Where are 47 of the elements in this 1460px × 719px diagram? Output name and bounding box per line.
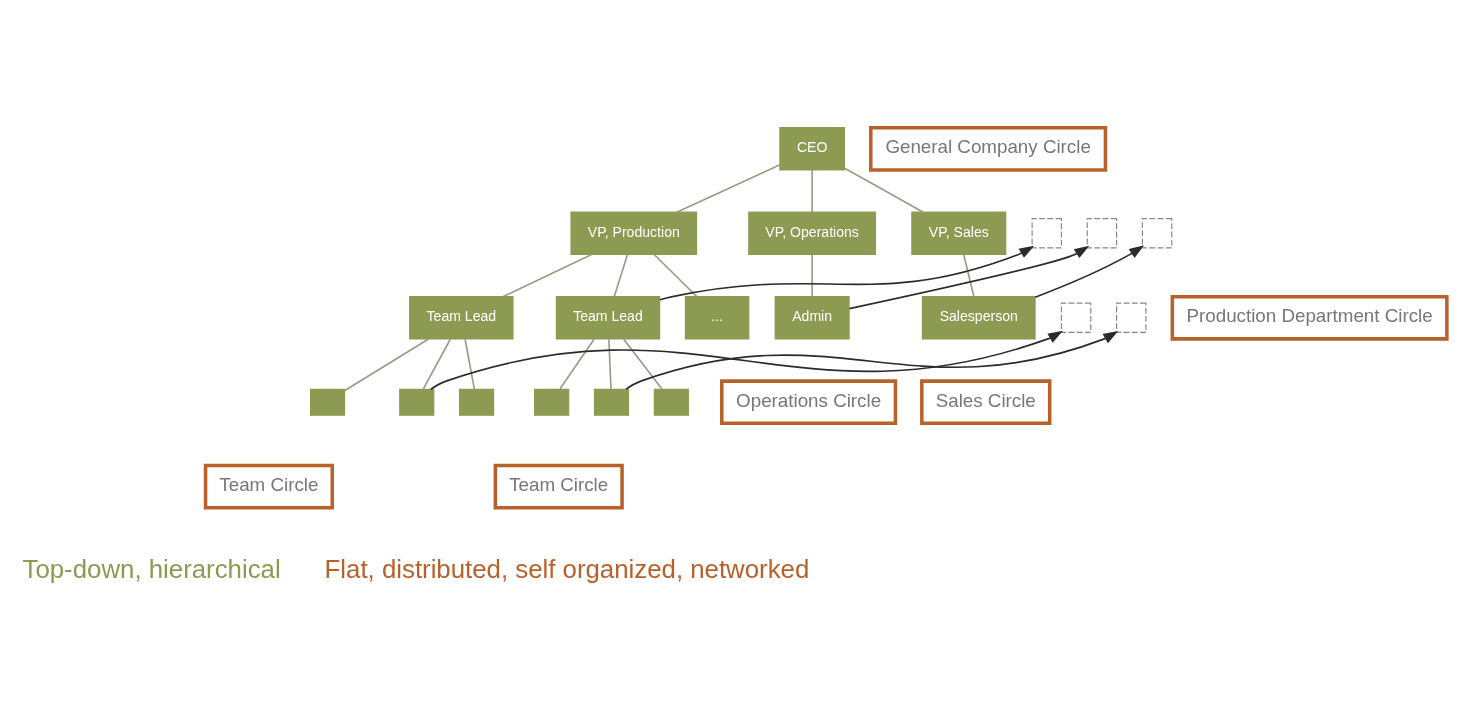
label: Top-down, hierarchical [22,554,281,583]
node-box: General Company Circle [869,125,1108,172]
arrow [848,245,1090,309]
node-box: Production Department Circle [1170,294,1449,341]
arrow [430,330,1064,390]
node-box: Sales Circle [920,378,1052,425]
node-box: Team Circle [493,463,624,510]
node-box [458,388,495,416]
node-box [399,388,435,416]
connector [962,253,975,297]
node-box [1116,302,1147,333]
node-box: CEO [779,126,845,170]
node-box: VP, Operations [748,211,877,255]
node-box [534,388,570,416]
node-box [309,388,346,416]
node-box: Team Lead [409,295,514,339]
node-box [1060,302,1092,333]
node-box: ... [684,295,750,339]
connector [811,168,813,213]
connector [608,337,612,390]
arrow [625,330,1119,390]
node-box [593,388,630,416]
connector [502,253,593,297]
node-box: VP, Sales [911,211,1007,255]
node-box: Salesperson [921,295,1036,339]
node-box [1031,217,1063,249]
label: Flat, distributed, self organized, networked [324,554,810,583]
connector [344,337,430,391]
connector [676,163,781,213]
connector [653,253,698,297]
connector [622,337,663,390]
node-box: Admin [774,295,850,339]
arrow [1034,244,1145,298]
arrow [659,245,1035,300]
connector [613,253,629,297]
node-box: Team Circle [203,463,334,510]
connector [464,337,476,390]
connector [811,253,813,297]
connector [559,337,595,390]
connector [422,337,452,390]
node-box: Team Lead [555,295,661,339]
node-box [1086,217,1118,249]
node-box: VP, Production [570,211,698,255]
node-box [653,388,689,416]
connector [843,166,924,213]
node-box: Operations Circle [720,378,898,425]
node-box [1141,217,1173,249]
